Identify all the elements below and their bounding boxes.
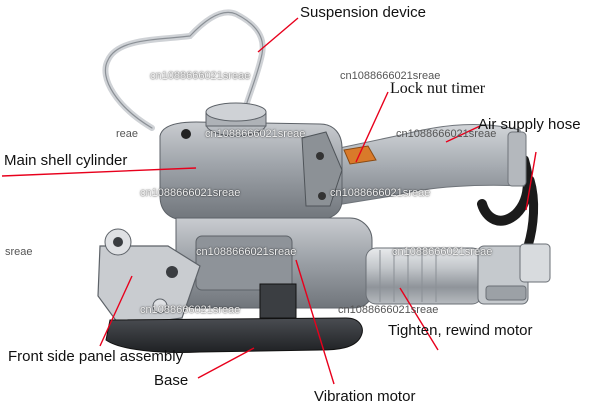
watermark-10: cn1088666021sreae xyxy=(392,246,493,258)
label-lock-nut-timer: Lock nut timer xyxy=(390,80,486,97)
watermark-9: cn1088666021sreae xyxy=(196,246,297,258)
main-shell-cylinder xyxy=(159,121,343,221)
label-main-shell-cylinder: Main shell cylinder xyxy=(4,152,128,169)
label-air-supply-hose: Air supply hose xyxy=(478,116,581,133)
base-plate xyxy=(105,317,363,353)
label-vibration-motor: Vibration motor xyxy=(314,388,416,405)
watermark-4: cn1088666021sreae xyxy=(205,128,306,140)
watermark-1: cn1088666021sreae xyxy=(150,70,251,82)
watermark-12: cn1088666021sreae xyxy=(338,304,439,316)
watermark-8: sreae xyxy=(5,246,33,258)
watermark-5: cn1088666021sreae xyxy=(396,128,497,140)
watermark-7: cn1088666021sreae xyxy=(330,187,431,199)
label-tighten-rewind-motor: Tighten, rewind motor xyxy=(388,322,533,339)
leader-lines xyxy=(1,17,537,385)
watermark-2: cn1088666021sreae xyxy=(340,70,441,82)
label-base: Base xyxy=(154,372,189,389)
front-side-panel xyxy=(97,245,201,327)
watermark-11: cn1088666021sreae xyxy=(140,304,241,316)
watermark-6: cn1088666021sreae xyxy=(140,187,241,199)
label-suspension-device: Suspension device xyxy=(300,4,426,21)
watermark-3: reae xyxy=(116,128,139,140)
label-front-side-panel-assembly: Front side panel assembly xyxy=(8,348,184,365)
